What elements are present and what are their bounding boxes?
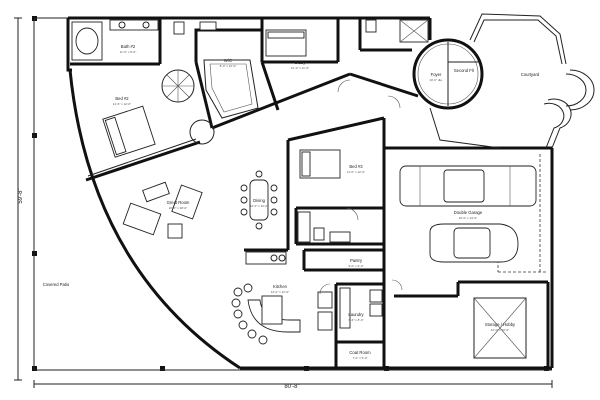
room-label-garage: Double Garage bbox=[454, 210, 483, 215]
patio-edge bbox=[33, 17, 552, 371]
room-label-wic: W/C bbox=[224, 58, 232, 63]
dimension-lines bbox=[14, 17, 553, 388]
room-size-wic: 8'-0" x 10'-0" bbox=[220, 64, 237, 68]
room-size-bed2: 14'-6" x 12'-6" bbox=[113, 102, 131, 106]
room-label-courtyard: Courtyard bbox=[521, 72, 540, 77]
bed2-bed bbox=[102, 105, 156, 158]
room-label-study: Study bbox=[295, 60, 307, 65]
bar-stools bbox=[231, 283, 268, 345]
room-label-laundry: Laundry bbox=[348, 312, 364, 317]
door-swings bbox=[319, 79, 403, 295]
room-size-dining: 12'-0" x 10'-0" bbox=[250, 204, 268, 208]
room-label-patio: Covered Patio bbox=[43, 282, 70, 287]
garage-car-upper bbox=[399, 165, 537, 207]
laundry-fixtures bbox=[339, 287, 383, 329]
room-label-foyer: Foyer bbox=[431, 72, 442, 77]
room-label-bed2: Bed #2 bbox=[115, 96, 129, 101]
room-size-foyer: 10'-0" dia. bbox=[429, 78, 442, 82]
room-label-bath2: Bath #2 bbox=[121, 44, 136, 49]
room-size-storage: 12'-0" x 10'-0" bbox=[491, 328, 509, 332]
courtyard bbox=[429, 13, 595, 149]
room-label-dining: Dining bbox=[253, 198, 266, 203]
room-label-pantry: Pantry bbox=[350, 258, 363, 263]
kitchen-fixtures bbox=[245, 251, 333, 333]
room-labels: Bath #2 11'-0" x 8'-6" W/C 8'-0" x 10'-0… bbox=[43, 44, 540, 360]
room-size-laundry: 6'-6" x 8'-0" bbox=[348, 318, 363, 322]
room-label-storage: Storage / Hobby bbox=[485, 322, 516, 327]
foyer-tower bbox=[412, 38, 484, 110]
room-label-coat: Coat Room bbox=[349, 350, 371, 355]
interior-walls bbox=[70, 18, 548, 368]
exterior-walls bbox=[66, 16, 554, 370]
room-label-great: Great Room bbox=[167, 200, 190, 205]
dining-table bbox=[240, 170, 278, 230]
room-size-pantry: 9'-0" x 6'-0" bbox=[348, 264, 363, 268]
room-size-study: 12'-0" x 11'-0" bbox=[291, 66, 309, 70]
room-label-bed3: Bed #3 bbox=[349, 164, 363, 169]
room-label-kitchen: Kitchen bbox=[273, 284, 288, 289]
overall-width-dimension: 80'-8" bbox=[284, 384, 299, 390]
room-size-garage: 22'-0" x 24'-0" bbox=[459, 216, 477, 220]
study-bed bbox=[265, 29, 307, 57]
room-size-bed3: 11'-0" x 12'-6" bbox=[347, 170, 365, 174]
great-room-furniture bbox=[122, 181, 203, 239]
bed3-bed bbox=[299, 149, 341, 179]
room-size-coat: 7'-0" x 5'-0" bbox=[352, 356, 367, 360]
overall-depth-dimension: 59'-8" bbox=[18, 188, 24, 203]
room-size-great: 20'-0" x 18'-0" bbox=[169, 206, 187, 210]
storage-room bbox=[473, 282, 550, 368]
foyer-bath-fixtures bbox=[365, 19, 429, 43]
room-label-second-floor: Second Flr bbox=[454, 68, 475, 73]
bath3-fixtures bbox=[297, 211, 351, 243]
room-size-kitchen: 14'-0" x 12'-0" bbox=[271, 290, 289, 294]
room-size-bath2: 11'-0" x 8'-6" bbox=[120, 50, 137, 54]
garage-car-lower bbox=[429, 223, 519, 263]
wic-closet bbox=[203, 59, 259, 119]
bath2-fixtures bbox=[71, 19, 217, 61]
spiral-stair bbox=[161, 69, 215, 145]
